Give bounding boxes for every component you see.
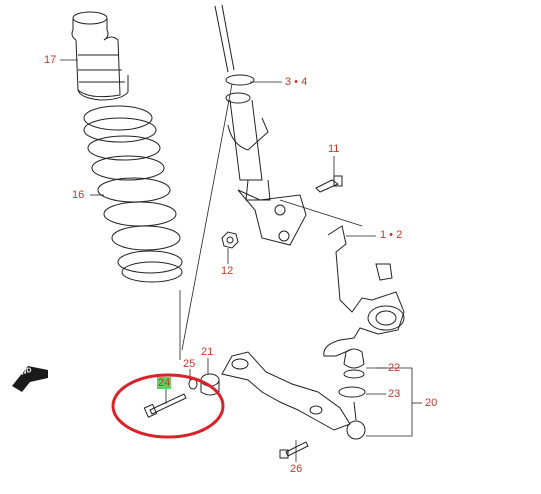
coil-spring-part (83, 105, 183, 283)
bolt-11-part (315, 175, 343, 193)
bolt-24-part (143, 393, 187, 418)
leader-lines (60, 59, 422, 462)
dust-boot-part (71, 11, 129, 101)
ball-joint-20-part (346, 401, 366, 440)
callout-26: 26 (290, 463, 303, 475)
ball-joint-boot-22-part (343, 348, 365, 379)
lower-arm-part (221, 351, 351, 431)
callout-11: 11 (328, 143, 340, 155)
callout-3-4: 3 • 4 (285, 76, 308, 88)
steering-knuckle-part (323, 225, 405, 357)
callout-16: 16 (72, 189, 85, 201)
bolt-26-part (279, 441, 309, 459)
callout-1-2: 1 • 2 (380, 229, 403, 241)
fwd-arrow-icon (12, 366, 48, 392)
callout-17: 17 (44, 54, 57, 66)
callout-20: 20 (425, 397, 438, 409)
clip-23-part (338, 386, 366, 398)
nut-12-part (221, 231, 239, 249)
callout-21: 21 (201, 346, 214, 358)
callout-24: 24 (157, 377, 172, 389)
callout-12: 12 (221, 265, 234, 277)
callout-25: 25 (183, 358, 196, 370)
callout-23: 23 (388, 388, 401, 400)
highlight-circle (111, 373, 225, 439)
strut-part (214, 4, 307, 246)
callout-22: 22 (388, 362, 401, 374)
